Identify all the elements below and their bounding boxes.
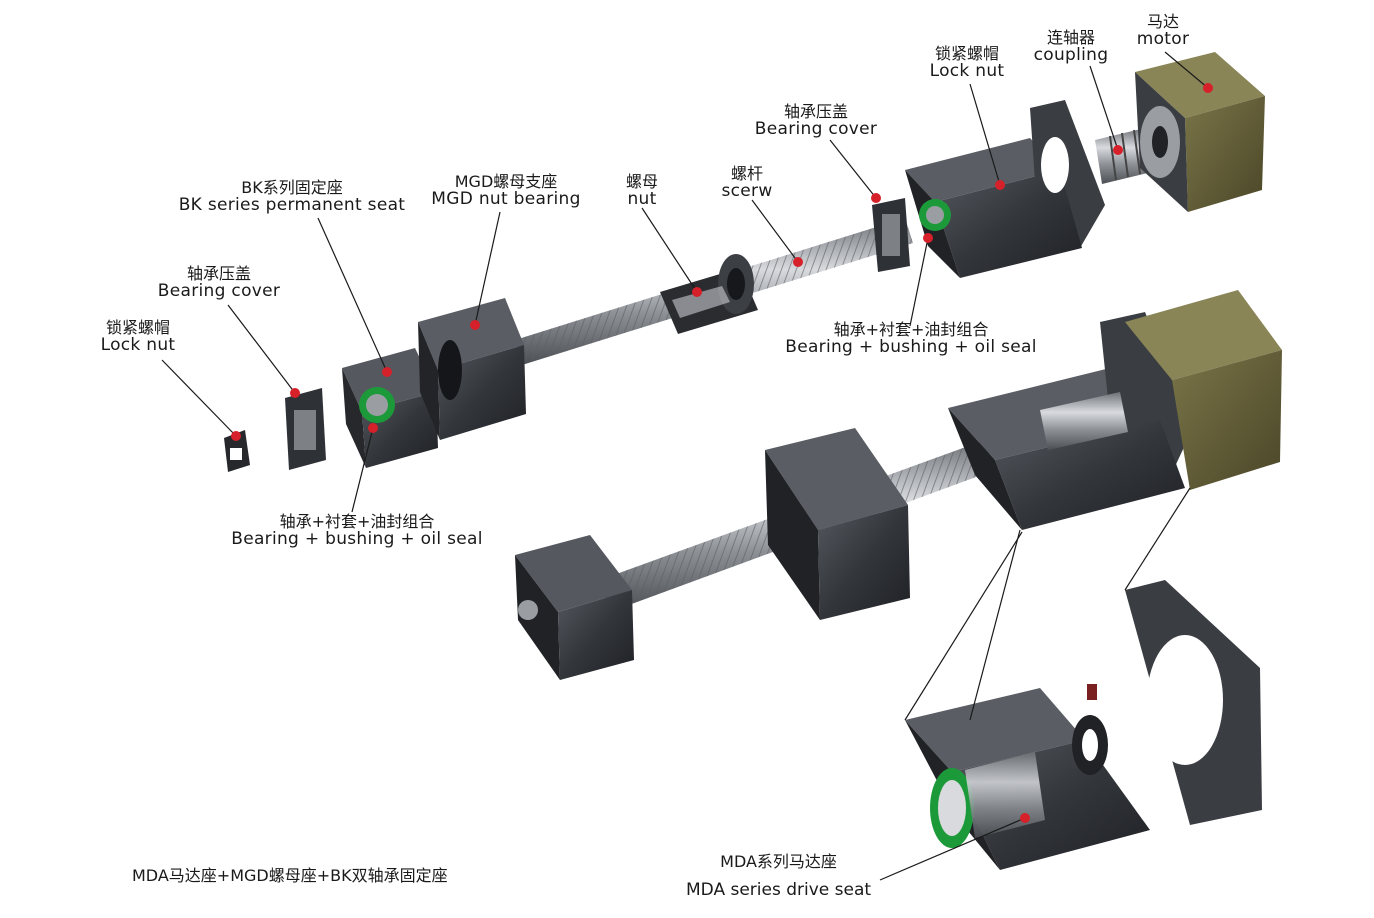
label-mda-drive-seat-zh: MDA系列马达座: [720, 852, 837, 871]
leader-lines: [161, 51, 1209, 881]
label-mgd-nut-bearing-en: MGD nut bearing: [431, 188, 581, 209]
assembled-mgd-nut-bearing: [765, 428, 910, 620]
label-bearing-combo-left: 轴承+衬套+油封组合 Bearing + bushing + oil seal: [226, 512, 488, 549]
label-coupling: 连轴器 coupling: [1026, 28, 1116, 65]
ball-nut: [660, 254, 758, 334]
label-mda-drive-seat: MDA系列马达座 MDA series drive seat: [686, 848, 871, 900]
label-bearing-cover-right-zh: 轴承压盖: [783, 102, 848, 121]
bearing-cover-left-part: [285, 388, 326, 470]
label-coupling-en: coupling: [1033, 44, 1109, 65]
label-motor: 马达 motor: [1130, 12, 1196, 49]
label-screw-zh: 螺杆: [730, 164, 763, 183]
motor-part: [1135, 52, 1265, 212]
label-motor-en: motor: [1136, 28, 1190, 49]
label-bk-seat-zh: BK系列固定座: [241, 178, 343, 197]
mgd-nut-bearing-part: [418, 298, 526, 440]
label-bearing-combo-right-zh: 轴承+衬套+油封组合: [833, 320, 989, 339]
label-bk-seat: BK系列固定座 BK series permanent seat: [174, 178, 410, 215]
label-bearing-combo-right: 轴承+衬套+油封组合 Bearing + bushing + oil seal: [780, 320, 1042, 357]
label-bearing-cover-left: 轴承压盖 Bearing cover: [152, 264, 286, 301]
label-bearing-cover-right-en: Bearing cover: [754, 118, 878, 139]
assembled-unit: [515, 290, 1282, 680]
label-lock-nut-right-zh: 锁紧螺帽: [934, 44, 999, 63]
label-lock-nut-right: 锁紧螺帽 Lock nut: [922, 44, 1012, 81]
label-bearing-cover-left-zh: 轴承压盖: [186, 264, 251, 283]
bearing-cover-right-part: [872, 198, 910, 272]
label-bearing-combo-right-en: Bearing + bushing + oil seal: [785, 336, 1037, 357]
label-motor-zh: 马达: [1146, 12, 1179, 31]
label-screw: 螺杆 scerw: [712, 164, 782, 201]
label-bearing-combo-left-zh: 轴承+衬套+油封组合: [279, 512, 435, 531]
upper-mda-seat-part: [905, 100, 1105, 278]
label-lock-nut-left-en: Lock nut: [100, 334, 176, 355]
coupling-part: [1095, 128, 1152, 184]
assembled-mda-seat: [948, 312, 1192, 530]
label-mda-drive-seat-en: MDA series drive seat: [686, 880, 872, 900]
label-nut-zh: 螺母: [625, 172, 658, 191]
label-nut-en: nut: [627, 188, 657, 209]
callout-markers: [231, 83, 1213, 823]
assembly-caption: MDA马达座+MGD螺母座+BK双轴承固定座: [132, 866, 448, 885]
assembled-bk-seat: [515, 535, 634, 680]
label-mgd-nut-bearing-zh: MGD螺母支座: [454, 172, 558, 191]
label-lock-nut-left-zh: 锁紧螺帽: [105, 318, 170, 337]
label-lock-nut-right-en: Lock nut: [929, 60, 1005, 81]
label-mgd-nut-bearing: MGD螺母支座 MGD nut bearing: [424, 172, 588, 209]
label-bk-seat-en: BK series permanent seat: [178, 194, 406, 215]
label-coupling-zh: 连轴器: [1046, 28, 1095, 47]
mda-seat-detail: [905, 580, 1262, 870]
bk-lock-nut-part: [224, 430, 250, 472]
bk-seat-part: [342, 348, 438, 468]
assembled-motor: [1125, 290, 1282, 490]
label-lock-nut-left: 锁紧螺帽 Lock nut: [94, 318, 182, 355]
label-bearing-combo-left-en: Bearing + bushing + oil seal: [231, 528, 483, 549]
upper-exploded-assembly: [224, 52, 1265, 472]
label-bearing-cover-right: 轴承压盖 Bearing cover: [750, 102, 882, 139]
label-nut: 螺母 nut: [612, 172, 672, 209]
label-bearing-cover-left-en: Bearing cover: [157, 280, 281, 301]
label-screw-en: scerw: [721, 180, 773, 201]
